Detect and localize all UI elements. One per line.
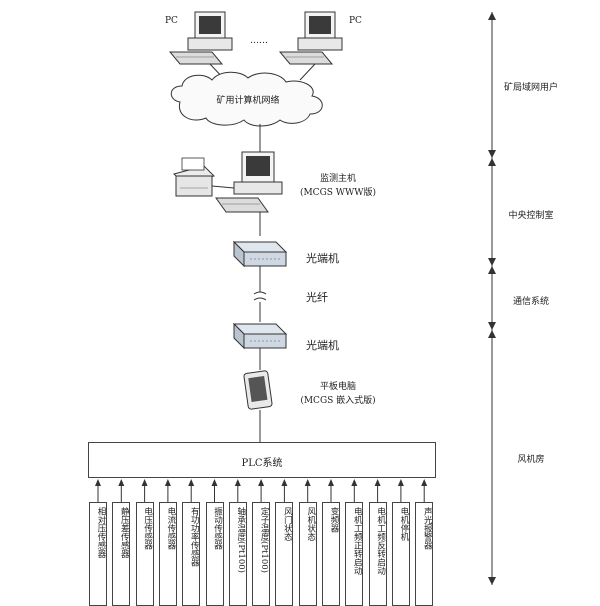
sensor-box: 电机工频正转启动	[345, 502, 364, 606]
pc-right-icon	[278, 11, 343, 65]
printer-icon	[173, 157, 215, 197]
pc-left-label: PC	[165, 16, 178, 26]
sensor-box: 电机停机	[391, 502, 410, 606]
zone-axis	[488, 12, 496, 585]
fiber-break-icon	[253, 291, 267, 301]
sensor-label: 变频器	[329, 507, 339, 533]
plc-system-box: PLC系统	[88, 442, 436, 478]
sensor-label: 电压传感器	[142, 507, 153, 550]
sensor-label: 风门状态	[282, 507, 293, 541]
printer-host-link	[211, 185, 235, 189]
sensor-arrow-head	[118, 479, 125, 486]
pc-right-link	[299, 63, 316, 81]
host-subtitle: (MCGS WWW版)	[299, 188, 377, 198]
sensor-label: 有功功率传感器	[189, 507, 200, 567]
zone-fan-room: 风机房	[517, 455, 545, 465]
sensor-label: 静压差传感器	[119, 507, 130, 558]
sensor-arrow-head	[258, 479, 265, 486]
sensor-label: 声光报警器	[422, 507, 433, 550]
sensor-arrow-head	[397, 479, 404, 486]
optical-top-label: 光端机	[306, 252, 339, 265]
sensor-arrow-head	[164, 479, 171, 486]
sensor-arrow-head	[351, 479, 358, 486]
sensor-arrow-head	[95, 479, 101, 486]
sensor-box: 静压差传感器	[112, 502, 131, 606]
sensor-arrow-head	[281, 479, 288, 486]
fiber-label: 光纤	[306, 291, 328, 304]
pc-ellipsis: ……	[250, 36, 268, 46]
optical-bottom-label: 光端机	[306, 339, 339, 352]
pc-right-label: PC	[349, 16, 362, 26]
sensor-arrow-head	[188, 479, 195, 486]
sensor-label: 电机停机	[398, 507, 409, 541]
sensor-box: 电压传感器	[135, 502, 154, 606]
sensor-box: 电机工频反转启动	[368, 502, 387, 606]
sensor-label: 振动传感器	[212, 507, 223, 550]
sensor-box: 相对压传感器	[89, 502, 107, 606]
sensor-arrow-head	[234, 479, 241, 486]
zone-comm-system: 通信系统	[512, 297, 550, 307]
sensor-label: 电流传感器	[165, 507, 176, 550]
pc-left-icon	[168, 11, 233, 65]
optical-terminal-bottom-icon	[232, 322, 288, 350]
tablet-subtitle: (MCGS 嵌入式版)	[300, 396, 376, 406]
sensor-label: 风机状态	[305, 507, 316, 541]
sensor-label: 电机工频反转启动	[375, 507, 386, 575]
sensor-box: 风机状态	[298, 502, 317, 606]
sensor-box: 声光报警器	[415, 502, 434, 606]
sensor-arrow-head	[421, 479, 428, 486]
sensor-arrow-head	[374, 479, 381, 486]
tablet-icon	[243, 370, 273, 410]
sensor-label: 轴承温度(Pt100)	[235, 507, 246, 573]
optical-terminal-top-icon	[232, 240, 288, 268]
sensor-arrow-head	[304, 479, 311, 486]
plc-label: PLC系统	[241, 458, 283, 469]
sensor-label: 电机工频正转启动	[352, 507, 363, 575]
sensor-arrows	[95, 479, 428, 502]
zone-lan-users: 矿局域网用户	[503, 83, 559, 93]
network-cloud-icon	[170, 71, 323, 127]
sensor-box: 定子温度(Pt100)	[252, 502, 271, 606]
host-title: 监测主机	[319, 174, 357, 184]
sensor-box: 振动传感器	[205, 502, 224, 606]
sensor-arrow-head	[328, 479, 334, 486]
sensor-label: 相对压传感器	[96, 507, 106, 558]
tablet-title: 平板电脑	[319, 382, 357, 392]
cloud-label: 矿用计算机网络	[216, 96, 280, 106]
host-computer-icon	[215, 151, 283, 213]
sensor-box: 轴承温度(Pt100)	[228, 502, 247, 606]
sensor-box: 风门状态	[275, 502, 294, 606]
sensor-box: 变频器	[322, 502, 340, 606]
sensor-label: 定子温度(Pt100)	[259, 507, 270, 573]
sensor-box: 有功功率传感器	[182, 502, 201, 606]
sensor-arrow-head	[141, 479, 148, 486]
zone-control-room: 中央控制室	[508, 211, 554, 221]
sensor-arrow-head	[211, 479, 218, 486]
sensor-box: 电流传感器	[158, 502, 177, 606]
